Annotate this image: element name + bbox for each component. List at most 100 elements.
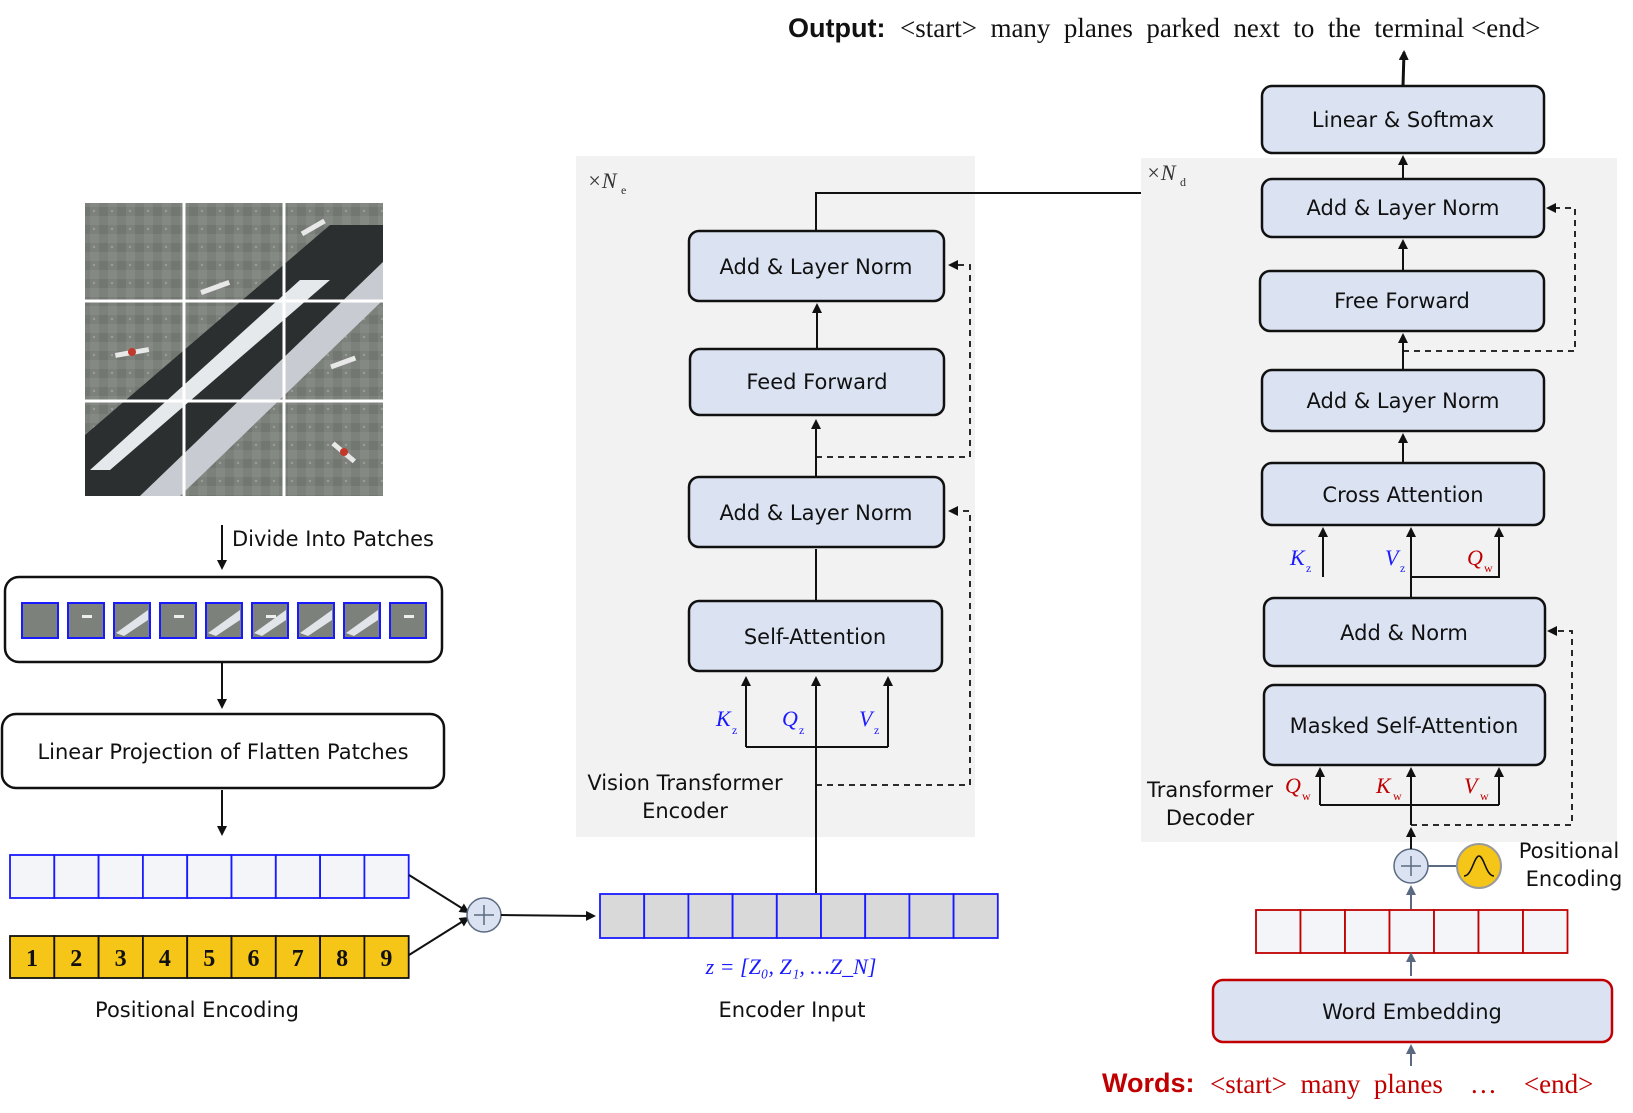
svg-text:z: z <box>732 723 737 737</box>
patch-thumbnail <box>389 602 427 639</box>
encoder-input-cell <box>643 893 690 939</box>
encoder-input-cell <box>820 893 867 939</box>
words-label: Words: <box>1102 1068 1195 1098</box>
encoder-input-cell <box>599 893 646 939</box>
svg-text:Word Embedding: Word Embedding <box>1322 1000 1502 1024</box>
sine-wave-icon <box>1456 843 1502 889</box>
add-node-left <box>466 897 502 933</box>
position-cell <box>230 935 277 979</box>
svg-text:K: K <box>715 706 732 731</box>
svg-text:V: V <box>1464 773 1480 798</box>
svg-text:Masked Self-Attention: Masked Self-Attention <box>1290 714 1519 738</box>
svg-text:Add & Layer Norm: Add & Layer Norm <box>1307 196 1500 220</box>
encoder-input-cell <box>775 893 822 939</box>
encoder-add-norm-bottom: Add & Layer Norm <box>687 475 946 549</box>
divide-label: Divide Into Patches <box>232 527 434 551</box>
position-cell <box>141 935 189 979</box>
word-token-cell <box>1388 909 1435 954</box>
position-cell <box>97 935 144 979</box>
embedding-cell <box>319 854 366 899</box>
svg-text:Add & Layer Norm: Add & Layer Norm <box>720 501 913 525</box>
cross-k-label: K z <box>1289 545 1311 575</box>
embedding-cell <box>97 854 144 899</box>
word-token-cell <box>1477 909 1524 954</box>
encoder-input-cell <box>731 893 778 939</box>
encoder-add-norm-top: Add & Layer Norm <box>687 229 946 303</box>
decoder-title-line2: Decoder <box>1166 806 1255 830</box>
encoder-input-label: Encoder Input <box>719 998 866 1022</box>
svg-text:Q: Q <box>782 706 798 731</box>
linear-projection-label: Linear Projection of Flatten Patches <box>37 740 408 764</box>
svg-text:Add & Norm: Add & Norm <box>1340 621 1468 645</box>
position-index: 8 <box>336 946 348 972</box>
encoder-k-label: K z <box>715 706 737 737</box>
svg-text:z: z <box>1400 561 1405 575</box>
position-index: 1 <box>26 946 38 972</box>
encoder-title-line1: Vision Transformer <box>587 771 783 795</box>
patch-thumbnail <box>159 602 197 639</box>
position-index: 7 <box>292 946 304 972</box>
svg-text:z: z <box>1306 561 1311 575</box>
aerial-image <box>85 203 383 496</box>
encoder-self-attention: Self-Attention <box>687 599 944 673</box>
word-token-cell <box>1522 909 1569 954</box>
cross-q-label: Q w <box>1467 545 1493 575</box>
encoder-v-label: V z <box>859 706 879 737</box>
position-index: 2 <box>70 946 82 972</box>
left-positional-encoding-label: Positional Encoding <box>95 998 299 1022</box>
svg-text:Linear & Softmax: Linear & Softmax <box>1312 108 1494 132</box>
embedding-cell <box>9 854 56 899</box>
position-index: 9 <box>380 946 392 972</box>
patch-thumbnail <box>297 602 335 639</box>
encoder-repeat-label: ×N e <box>587 168 626 197</box>
decoder-add-norm-top: Add & Layer Norm <box>1260 177 1546 239</box>
masked-v-label: V w <box>1464 773 1489 803</box>
encoder-input-cell <box>864 893 911 939</box>
svg-text:z: z <box>874 723 879 737</box>
encoder-q-label: Q z <box>782 706 804 737</box>
word-token-cell <box>1255 909 1302 954</box>
svg-text:Free Forward: Free Forward <box>1334 289 1470 313</box>
svg-text:K: K <box>1289 545 1306 570</box>
output-label: Output: <box>788 13 885 43</box>
encoder-feed-forward: Feed Forward <box>688 347 946 417</box>
svg-text:Feed Forward: Feed Forward <box>746 370 887 394</box>
encoder-input-cell <box>687 893 734 939</box>
svg-text:×N: ×N <box>587 168 618 193</box>
embedding-cell <box>53 854 100 899</box>
decoder-masked-self-attention: Masked Self-Attention <box>1262 683 1547 767</box>
encoder-input-formula: z = [Z₀, Z₁, …Z_N] <box>705 954 877 979</box>
masked-k-label: K w <box>1375 773 1402 803</box>
words-tokens: <start> many planes … <end> <box>1210 1069 1593 1099</box>
svg-text:Add & Layer Norm: Add & Layer Norm <box>720 255 913 279</box>
encoder-input-row <box>599 893 999 939</box>
decoder-word-embedding: Word Embedding <box>1211 978 1614 1044</box>
position-cell <box>186 935 233 979</box>
decoder-add-norm-mid: Add & Layer Norm <box>1260 368 1546 433</box>
patch-thumbnail <box>343 602 381 639</box>
add-node-right <box>1393 848 1429 884</box>
embedding-cell <box>141 854 189 899</box>
svg-text:e: e <box>621 183 626 197</box>
patch-thumbnail <box>67 602 105 639</box>
position-cell <box>9 935 56 979</box>
cross-v-label: V z <box>1385 545 1405 575</box>
svg-text:d: d <box>1180 175 1186 189</box>
position-index: 4 <box>159 946 171 972</box>
word-token-cell <box>1299 909 1346 954</box>
embedding-cell <box>186 854 233 899</box>
word-token-row <box>1255 909 1569 954</box>
patch-embedding-row <box>9 854 410 899</box>
svg-text:K: K <box>1375 773 1392 798</box>
linear-projection-box <box>0 712 446 790</box>
encoder-input-cell <box>952 893 999 939</box>
svg-text:w: w <box>1393 789 1402 803</box>
decoder-linear-softmax: Linear & Softmax <box>1260 84 1546 155</box>
position-index: 3 <box>115 946 127 972</box>
embedding-cell <box>274 854 321 899</box>
decoder-cross-attention: Cross Attention <box>1260 461 1546 527</box>
svg-text:×N: ×N <box>1146 160 1177 185</box>
svg-text:Cross Attention: Cross Attention <box>1322 483 1483 507</box>
patch-thumbnail <box>251 602 289 639</box>
